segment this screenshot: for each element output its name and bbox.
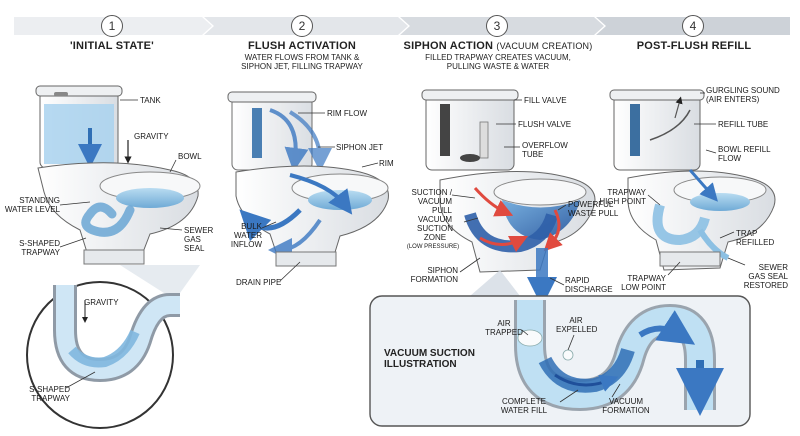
- label-suction: SUCTION / VACUUM PULL: [411, 188, 452, 215]
- step-title-3: SIPHON ACTION (VACUUM CREATION): [400, 40, 596, 52]
- inset-3-vacuum: [369, 270, 751, 427]
- inset-label-gravity: GRAVITY: [84, 298, 119, 307]
- label-s-trapway: S-SHAPED TRAPWAY: [19, 239, 60, 257]
- toilet-3: [421, 89, 596, 307]
- inset-air-trapped: AIR TRAPPED: [485, 319, 523, 337]
- label-bulk-water: BULK WATER INFLOW: [230, 222, 262, 249]
- step-title-2: FLUSH ACTIVATION: [247, 40, 357, 52]
- step-title-4: POST-FLUSH REFILL: [636, 40, 752, 52]
- inset-complete-fill: COMPLETE WATER FILL: [500, 397, 548, 415]
- step-number-4: 4: [682, 15, 704, 37]
- inset-air-expelled: AIR EXPELLED: [556, 316, 598, 334]
- step-banner: [14, 17, 790, 35]
- toilet-1: [35, 85, 201, 265]
- label-rim-flow: RIM FLOW: [327, 109, 367, 118]
- toilet-4: [609, 89, 776, 276]
- label-rim: RIM: [379, 159, 394, 168]
- label-sewer-restored: SEWER GAS SEAL RESTORED: [743, 263, 788, 290]
- label-tank: TANK: [140, 96, 161, 105]
- label-sewer-gas-seal: SEWER GAS SEAL: [184, 226, 214, 253]
- label-vacuum-zone: VACUUM SUCTION ZONE: [417, 215, 453, 242]
- label-powerful-pull: POWERFUL WASTE PULL: [568, 200, 619, 218]
- step-number-2: 2: [291, 15, 313, 37]
- step-subtitle-2: WATER FLOWS FROM TANK & SIPHON JET, FILL…: [241, 53, 363, 71]
- step-title-1: 'INITIAL STATE': [69, 40, 154, 52]
- label-siphon-formation: SIPHON FORMATION: [410, 266, 458, 284]
- label-fill-valve: FILL VALVE: [524, 96, 567, 105]
- inset-label-trapway: S-SHAPED TRAPWAY: [29, 385, 70, 403]
- step-title-3-main: SIPHON ACTION: [403, 40, 494, 52]
- label-gurgling: GURGLING SOUND (AIR ENTERS): [706, 86, 780, 104]
- label-drain-pipe: DRAIN PIPE: [236, 278, 282, 287]
- label-bowl-refill: BOWL REFILL FLOW: [718, 145, 771, 163]
- label-standing-water: STANDING WATER LEVEL: [4, 196, 60, 214]
- step-subtitle-3: FILLED TRAPWAY CREATES VACUUM, PULLING W…: [425, 53, 571, 71]
- label-low-point: TRAPWAY LOW POINT: [621, 274, 666, 292]
- inset-1-trapway: [26, 265, 200, 429]
- label-gravity: GRAVITY: [134, 132, 169, 141]
- inset-vacuum-title: VACUUM SUCTION ILLUSTRATION: [384, 348, 475, 370]
- inset-vacuum-formation: VACUUM FORMATION: [602, 397, 650, 415]
- step-number-1: 1: [101, 15, 123, 37]
- label-flush-valve: FLUSH VALVE: [518, 120, 572, 129]
- toilet-2: [227, 91, 389, 282]
- label-high-point: TRAPWAY HIGH POINT: [599, 188, 646, 206]
- label-overflow-tube: OVERFLOW TUBE: [522, 141, 568, 159]
- label-bowl: BOWL: [178, 152, 202, 161]
- label-rapid-discharge: RAPID DISCHARGE: [565, 276, 613, 294]
- label-refill-tube: REFILL TUBE: [718, 120, 769, 129]
- label-siphon-jet: SIPHON JET: [336, 143, 384, 152]
- label-low-pressure: (LOW PRESSURE): [406, 244, 460, 250]
- step-number-3: 3: [486, 15, 508, 37]
- step-title-3-extra: (VACUUM CREATION): [496, 41, 593, 51]
- label-trap-refilled: TRAP REFILLED: [736, 229, 775, 247]
